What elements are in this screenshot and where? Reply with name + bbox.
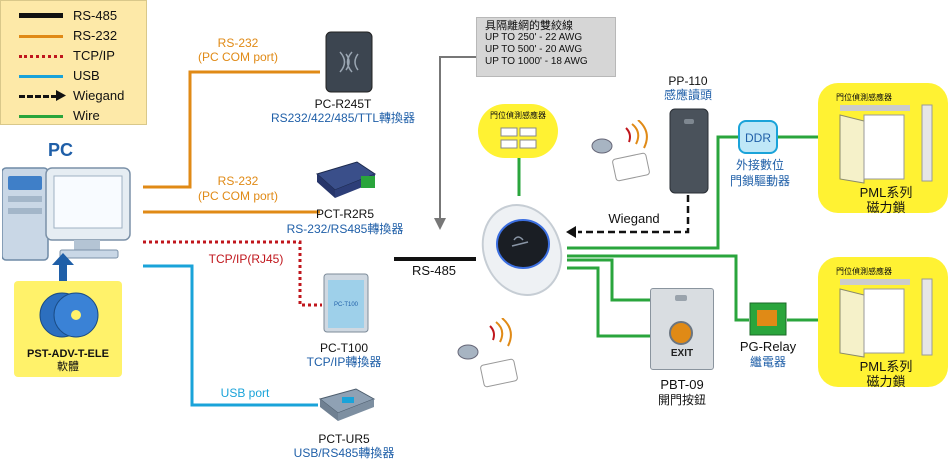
pc-computer-icon <box>2 167 131 261</box>
usb-line <box>143 264 318 407</box>
pct-r2r5-device-icon <box>315 161 377 198</box>
rs232-line-1 <box>143 70 320 189</box>
usb-label: USB port <box>220 386 270 400</box>
legend-label: Wiegand <box>73 88 125 103</box>
ddr-desc-1: 外接數位 <box>735 158 785 172</box>
rfid-tag-card-icon <box>457 318 518 388</box>
legend-swatch-rs232 <box>19 35 63 38</box>
pml2-name: PML系列 <box>859 359 913 374</box>
legend-swatch-tcpip <box>19 55 63 58</box>
pc-t100-device-icon: PC-T100 <box>323 273 369 333</box>
software-panel: PST-ADV-T-ELE 軟體 <box>14 281 122 377</box>
wire-ddr <box>567 135 738 250</box>
legend-swatch-rs485 <box>19 13 63 18</box>
wire-pbt-1 <box>567 258 650 302</box>
tcpip-line <box>143 240 322 307</box>
wiegand-arrowhead <box>566 226 576 238</box>
pml2-sensor-label: 門位偵測感應器 <box>836 267 892 276</box>
pml-panel-1: 門位偵測感應器 PML系列 磁力鎖 <box>818 83 948 215</box>
cable-note-line: UP TO 1000' - 18 AWG <box>485 56 588 67</box>
pct-r2r5-name: PCT-R2R5 <box>315 207 375 221</box>
pc-t100-name: PC-T100 <box>319 341 369 355</box>
pct-r2r5-desc: RS-232/RS485轉換器 <box>286 222 404 236</box>
software-cd-icon <box>39 292 99 338</box>
pbt09-desc: 開門按鈕 <box>657 393 707 407</box>
pc-r245t-name: PC-R245T <box>314 97 372 111</box>
pp110-desc: 感應讀頭 <box>663 88 713 102</box>
pml1-sensor-label: 門位偵測感應器 <box>836 93 892 102</box>
pml-panel-2: 門位偵測感應器 PML系列 磁力鎖 <box>818 257 948 389</box>
door-sensor-icon <box>500 127 537 149</box>
legend-swatch-wiegand <box>19 95 57 98</box>
legend-label: RS-485 <box>73 8 118 23</box>
controller-device-icon <box>481 204 563 296</box>
legend-label: Wire <box>73 108 100 123</box>
legend-label: TCP/IP <box>73 48 115 63</box>
pml1-desc: 磁力鎖 <box>866 200 906 215</box>
pbt09-screw-icon <box>675 295 687 301</box>
exit-button[interactable] <box>669 321 693 345</box>
ddr-desc-2: 門鎖驅動器 <box>729 174 791 188</box>
rs232-label-2: RS-232 <box>217 174 259 188</box>
legend-item-tcpip: TCP/IP <box>1 45 148 65</box>
legend-swatch-wire <box>19 115 63 118</box>
legend-arrow-icon <box>56 90 66 101</box>
pct-ur5-desc: USB/RS485轉換器 <box>293 446 395 460</box>
tcpip-label: TCP/IP(RJ45) <box>208 252 284 266</box>
pml2-desc: 磁力鎖 <box>866 374 906 389</box>
legend-item-rs485: RS-485 <box>1 5 148 25</box>
wire-relay <box>567 254 749 322</box>
pml2-door-lock-icon <box>839 278 933 358</box>
wiegand-label: Wiegand <box>608 211 660 226</box>
pg-relay-icon <box>749 302 787 336</box>
rfid-tag-card-icon-2 <box>591 120 650 182</box>
pp110-name: PP-110 <box>668 74 708 88</box>
pc-label: PC <box>48 140 74 160</box>
svg-text:PC-T100: PC-T100 <box>334 302 359 308</box>
cable-note-arrowhead <box>434 218 446 230</box>
pbt09-button-plate: EXIT <box>650 288 714 370</box>
legend-label: RS-232 <box>73 28 118 43</box>
legend-item-rs232: RS-232 <box>1 25 148 45</box>
cable-note-arrow <box>439 56 476 222</box>
door-sensor-panel: 門位偵測感應器 <box>478 104 558 158</box>
ddr-box: DDR <box>738 120 778 154</box>
cable-note-line: UP TO 250' - 22 AWG <box>485 32 583 43</box>
software-name: PST-ADV-T-ELE <box>27 348 109 360</box>
cable-note-line: UP TO 500' - 20 AWG <box>485 44 583 55</box>
pbt09-name: PBT-09 <box>660 377 704 392</box>
pct-ur5-name: PCT-UR5 <box>318 432 370 446</box>
cable-note: 具隔離網的雙絞線 UP TO 250' - 22 AWG UP TO 500' … <box>476 17 616 77</box>
pc-t100-desc: TCP/IP轉換器 <box>306 355 382 369</box>
pml1-name: PML系列 <box>859 185 913 200</box>
pc-r245t-device-icon <box>325 31 373 93</box>
rs232-port-label-1: (PC COM port) <box>197 50 279 64</box>
legend-item-wire: Wire <box>1 105 148 125</box>
legend-item-usb: USB <box>1 65 148 85</box>
pp110-reader-icon <box>669 108 709 194</box>
wire-pbt-2 <box>567 266 650 338</box>
pbt09-button-text: EXIT <box>670 348 694 359</box>
pg-relay-desc: 繼電器 <box>749 355 787 369</box>
pg-relay-name: PG-Relay <box>739 339 797 354</box>
pc-r245t-desc: RS232/422/485/TTL轉換器 <box>270 111 416 125</box>
legend-item-wiegand: Wiegand <box>1 85 148 105</box>
legend-label: USB <box>73 68 100 83</box>
pml1-door-lock-icon <box>839 104 933 184</box>
rs232-port-label-2: (PC COM port) <box>197 189 279 203</box>
rs232-label-1: RS-232 <box>217 36 259 50</box>
wiegand-line <box>578 195 690 234</box>
legend: RS-485 RS-232 TCP/IP USB Wiegand Wire <box>0 0 147 125</box>
ddr-name: DDR <box>745 131 771 145</box>
pct-ur5-device-icon <box>318 388 376 421</box>
door-sensor-label: 門位偵測感應器 <box>490 111 546 120</box>
up-arrow-icon <box>52 253 74 281</box>
software-desc: 軟體 <box>57 361 79 373</box>
cable-note-title: 具隔離網的雙絞線 <box>485 20 573 32</box>
rs485-bus-label: RS-485 <box>411 263 457 278</box>
legend-swatch-usb <box>19 75 63 78</box>
